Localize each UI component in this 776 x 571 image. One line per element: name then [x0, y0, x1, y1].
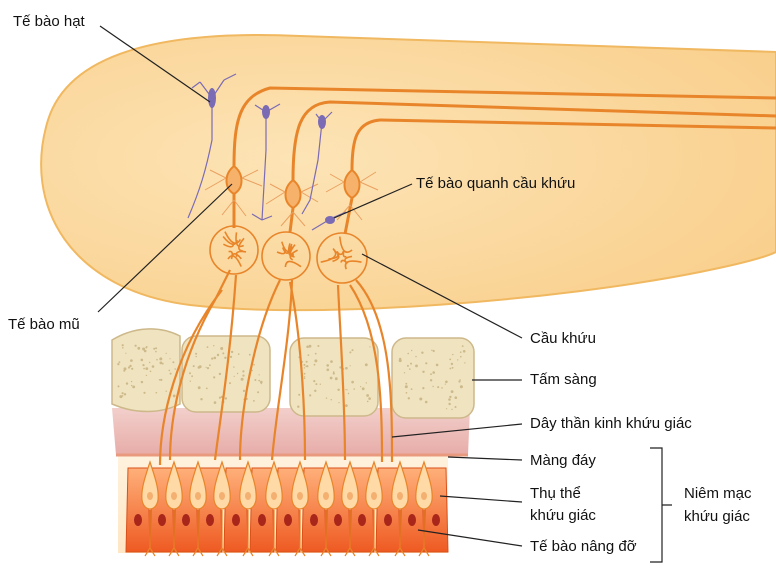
- periglomerular-cell-body: [325, 216, 335, 224]
- mitral-dendrites: [204, 169, 379, 227]
- label-basement-membrane: Màng đáy: [530, 452, 596, 469]
- receptor-cell: [365, 460, 383, 557]
- receptor-cell: [141, 460, 159, 557]
- granule-cell-bodies: [208, 88, 335, 224]
- leader-lines: [97, 25, 672, 563]
- receptor-cell: [415, 460, 433, 557]
- leader-mitral: [97, 183, 233, 313]
- mitral-cell-2: [284, 178, 302, 210]
- label-glomerulus: Cầu khứu: [530, 330, 596, 347]
- receptor-cells: [141, 460, 433, 557]
- leader-nerve: [391, 423, 523, 438]
- mitral-processes: [232, 86, 776, 235]
- glomerulus-3: [316, 232, 368, 284]
- receptor-cell: [165, 460, 183, 557]
- receptor-cell: [189, 460, 207, 557]
- label-mucosa-line2: khứu giác: [684, 508, 750, 525]
- leader-receptor: [439, 495, 523, 503]
- granule-cell-body-3: [318, 115, 326, 129]
- leader-support: [417, 529, 523, 547]
- leader-periglomerular: [333, 183, 413, 219]
- mitral-cells: [225, 164, 361, 210]
- mucosa-bracket: [650, 447, 672, 563]
- label-receptor-line1: Thụ thể: [530, 485, 581, 502]
- label-receptor-line2: khứu giác: [530, 507, 596, 524]
- mitral-cell-3: [343, 168, 361, 200]
- label-cribriform-plate: Tấm sàng: [530, 371, 597, 388]
- label-olfactory-nerve: Dây thần kinh khứu giác: [530, 415, 692, 432]
- receptor-cell: [317, 460, 335, 557]
- label-supporting-cell: Tế bào nâng đỡ: [530, 538, 637, 555]
- label-granule-cell: Tế bào hạt: [13, 13, 85, 30]
- mitral-cell-1: [225, 164, 243, 196]
- receptor-cell: [291, 460, 309, 557]
- olfactory-bulb: [40, 33, 776, 312]
- granule-cell-body-1: [208, 88, 216, 108]
- leader-basement: [447, 456, 523, 461]
- glomeruli: [209, 225, 368, 284]
- receptor-cell: [213, 460, 231, 557]
- receptor-cell: [265, 460, 283, 557]
- glomerulus-2: [261, 231, 311, 281]
- label-mucosa-line1: Niêm mạc: [684, 485, 752, 502]
- label-periglomerular-cell: Tế bào quanh cầu khứu: [416, 175, 576, 192]
- leader-glomerulus: [361, 253, 523, 339]
- receptor-cell: [341, 460, 359, 557]
- granule-cell-body-2: [262, 105, 270, 119]
- receptor-cell: [239, 460, 257, 557]
- label-mitral-cell: Tế bào mũ: [8, 316, 80, 333]
- leader-granule: [99, 25, 211, 103]
- cribriform-plate: [111, 328, 475, 419]
- olfactory-axons: [158, 269, 394, 466]
- receptor-cell: [391, 460, 409, 557]
